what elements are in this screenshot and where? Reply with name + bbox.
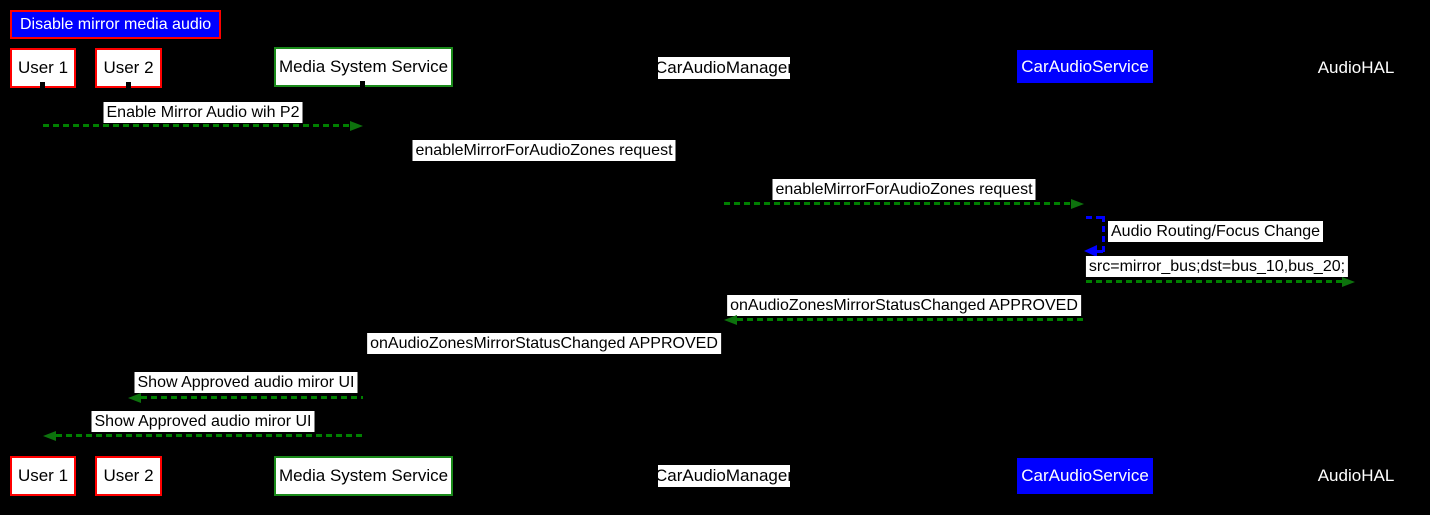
actor-media-system-service-top: Media System Service (274, 47, 453, 87)
message-arrow-6 (737, 318, 1084, 321)
message-arrow-3 (724, 202, 1072, 205)
message-label-5: src=mirror_bus;dst=bus_10,bus_20; (1085, 256, 1349, 277)
message-arrow-9 (56, 434, 363, 437)
self-loop-side (1102, 216, 1105, 253)
lifeline-stub (40, 82, 45, 89)
lifeline-stub (126, 82, 131, 89)
message-label-1: Enable Mirror Audio wih P2 (103, 102, 303, 123)
actor-car-audio-manager-top: CarAudioManager (655, 57, 793, 79)
message-label-7: onAudioZonesMirrorStatusChanged APPROVED (367, 333, 721, 354)
actor-media-system-service-bottom: Media System Service (274, 456, 453, 496)
arrowhead-left-icon (724, 315, 737, 325)
arrowhead-left-icon (128, 393, 141, 403)
actor-car-audio-service-bottom: CarAudioService (1017, 458, 1153, 494)
self-loop-top (1086, 216, 1105, 219)
diagram-title: Disable mirror media audio (10, 10, 222, 39)
actor-car-audio-service-top: CarAudioService (1017, 50, 1153, 83)
message-arrow-5 (1086, 280, 1343, 283)
actor-audio-hal-bottom: AudioHAL (1317, 466, 1395, 485)
actor-user2-bottom: User 2 (95, 456, 162, 496)
message-label-6: onAudioZonesMirrorStatusChanged APPROVED (727, 295, 1081, 316)
arrowhead-left-icon (43, 431, 56, 441)
message-arrow-8 (141, 396, 363, 399)
actor-user1-top: User 1 (10, 48, 76, 88)
message-label-8: Show Approved audio miror UI (134, 372, 358, 393)
message-label-9: Show Approved audio miror UI (91, 411, 315, 432)
arrowhead-right-icon (350, 121, 363, 131)
actor-car-audio-manager-bottom: CarAudioManager (655, 465, 793, 487)
message-label-3: enableMirrorForAudioZones request (772, 179, 1036, 200)
message-arrow-1 (43, 124, 351, 127)
lifeline-stub (360, 81, 365, 88)
arrowhead-left-blue-icon (1084, 245, 1097, 257)
arrowhead-right-icon (1071, 199, 1084, 209)
arrowhead-right-icon (1342, 277, 1355, 287)
self-loop-bottom (1097, 250, 1105, 253)
message-label-4: Audio Routing/Focus Change (1108, 221, 1324, 242)
message-label-2: enableMirrorForAudioZones request (412, 140, 676, 161)
actor-audio-hal-top: AudioHAL (1317, 58, 1395, 77)
actor-user1-bottom: User 1 (10, 456, 76, 496)
